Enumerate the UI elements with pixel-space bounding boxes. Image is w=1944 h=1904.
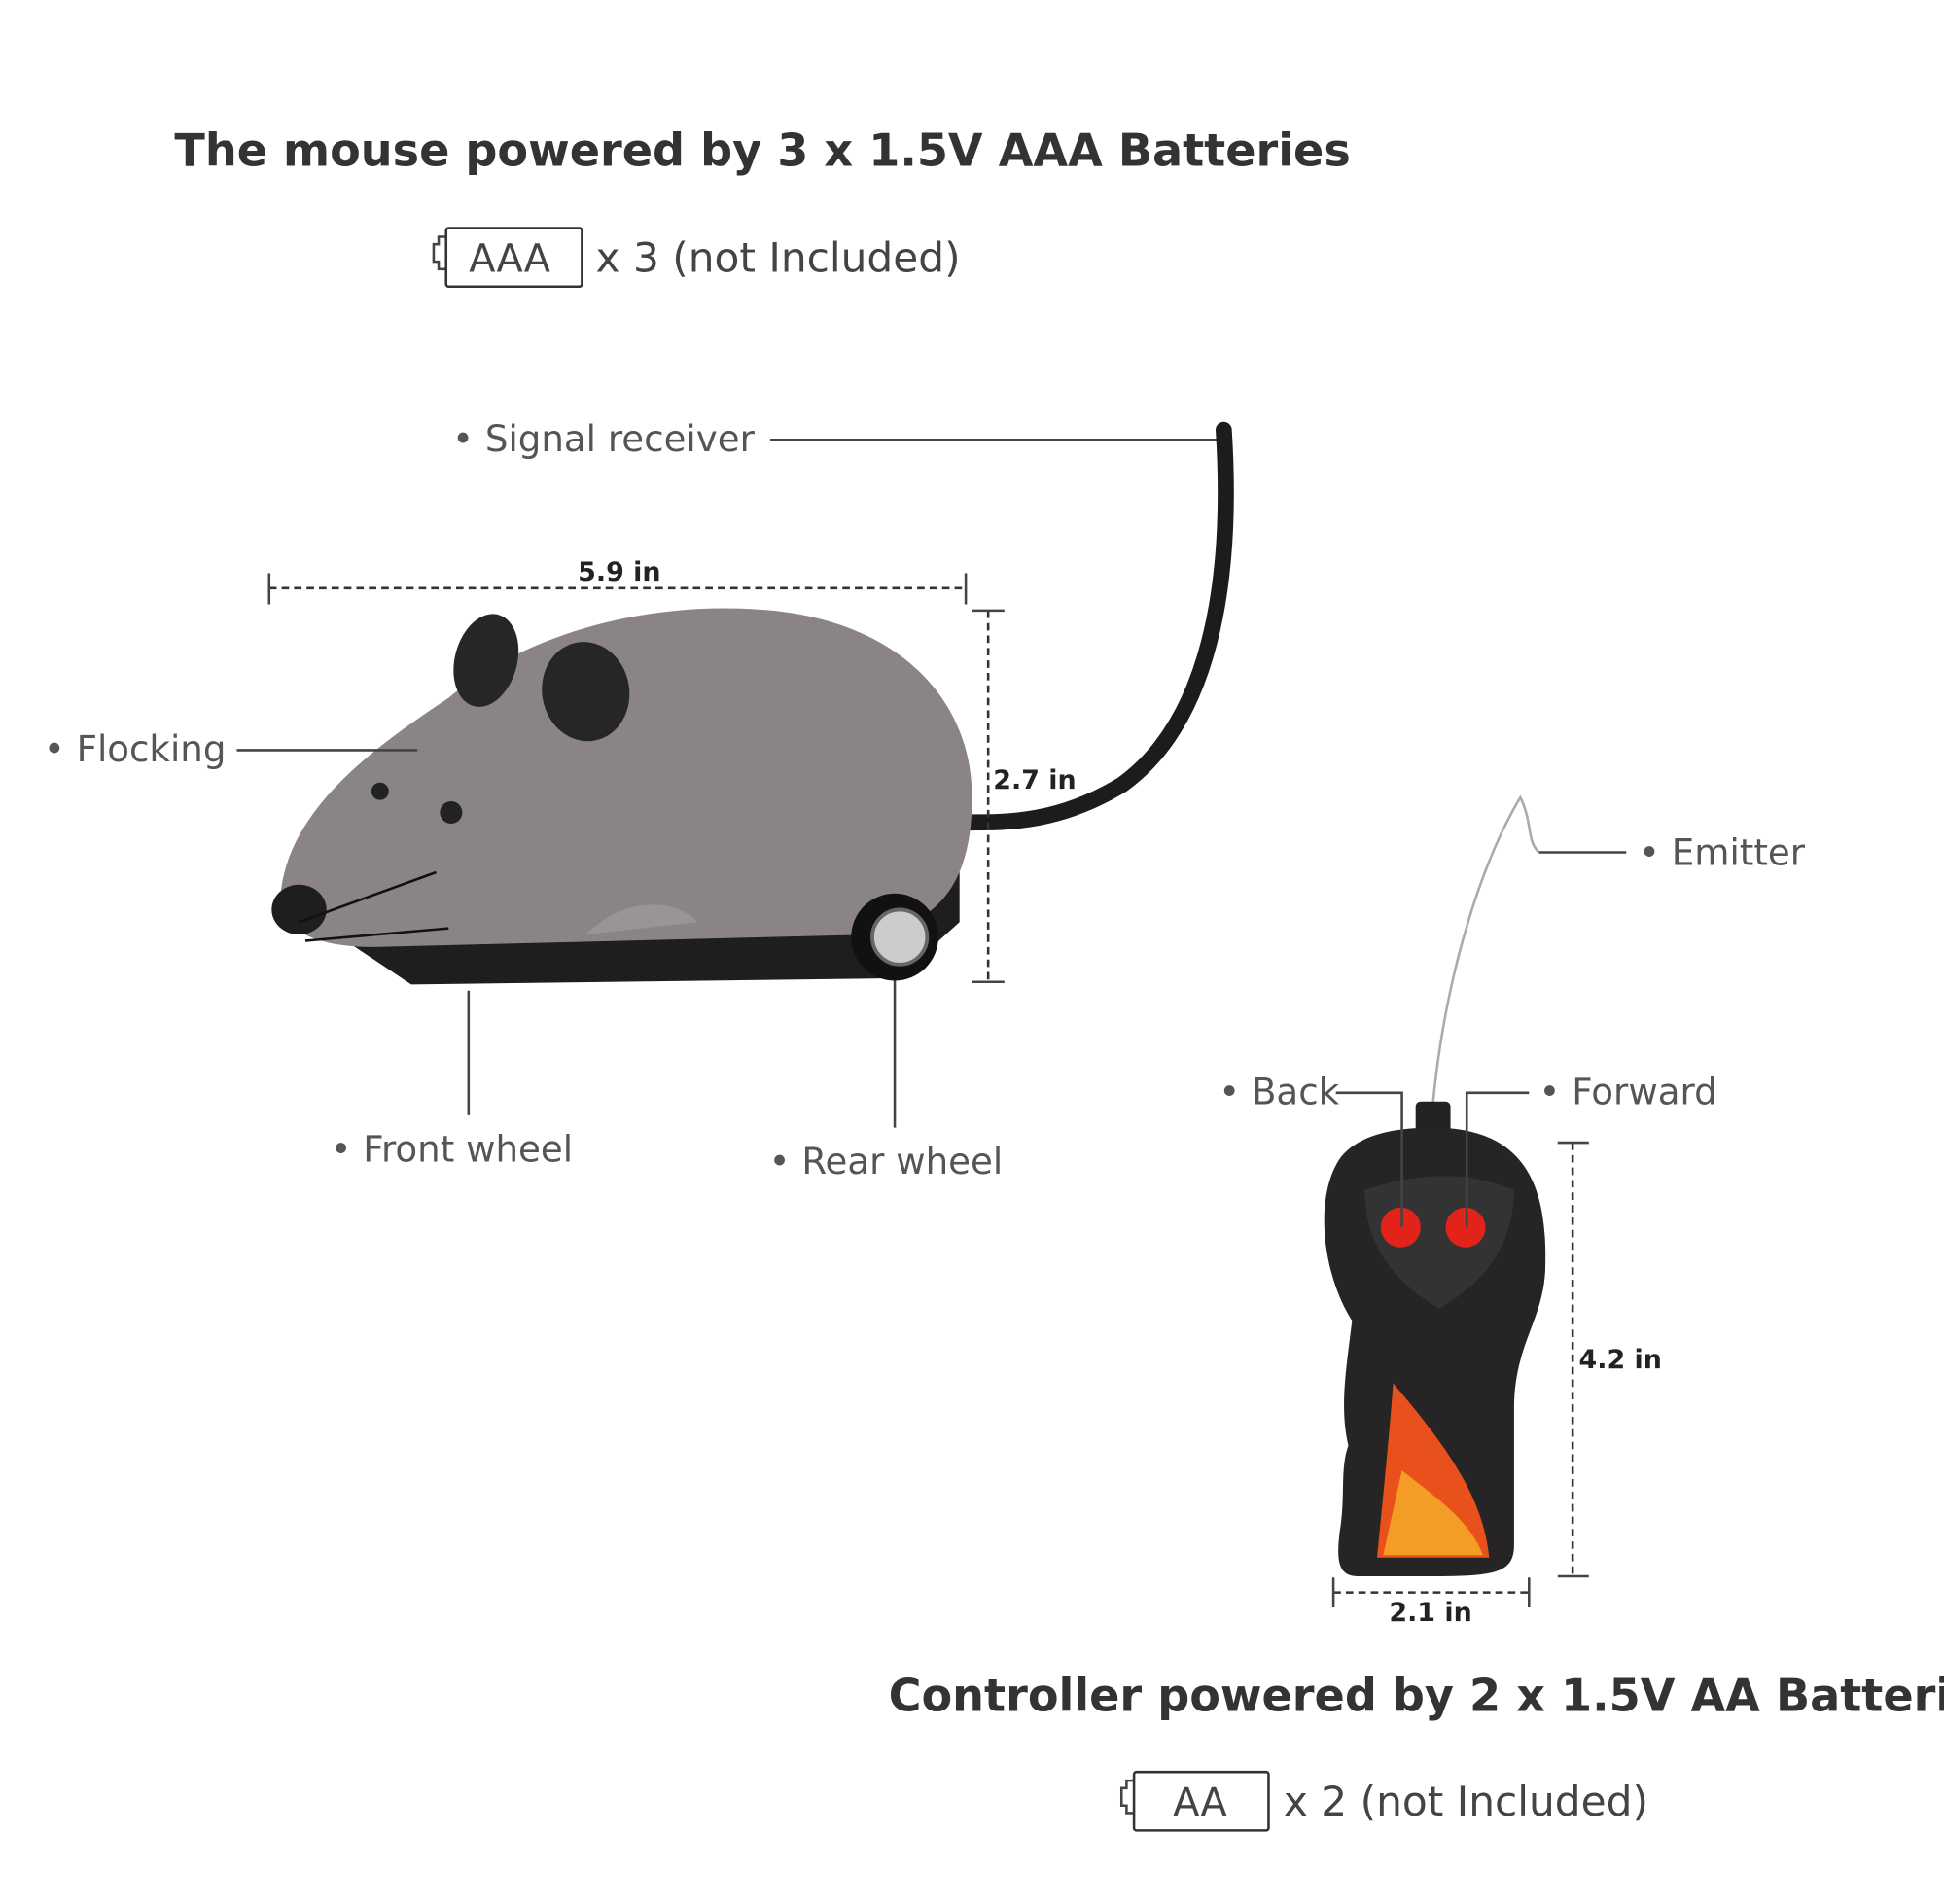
back-leader (1335, 1091, 1403, 1228)
height-label: 2.7 in (993, 765, 1076, 795)
controller-width-label: 2.1 in (1389, 1598, 1471, 1628)
signal-receiver-label: • Signal receiver (452, 418, 755, 460)
back-label: • Back (1219, 1071, 1339, 1112)
controller-width-dimension (1331, 1577, 1531, 1608)
height-dimension (972, 609, 1005, 984)
aaa-battery-note: x 3 (not Included) (596, 233, 961, 281)
controller-height-dimension (1557, 1141, 1589, 1578)
mouse-title: The mouse powered by 3 x 1.5V AAA Batter… (174, 123, 1350, 176)
forward-leader (1465, 1091, 1530, 1228)
aa-battery-note: x 2 (not Included) (1284, 1778, 1648, 1825)
front-wheel-label: • Front wheel (331, 1128, 574, 1170)
rear-wheel-label: • Rear wheel (769, 1141, 1004, 1182)
aa-battery-icon (1119, 1770, 1270, 1832)
controller-title: Controller powered by 2 x 1.5V AA Batter… (889, 1669, 1944, 1721)
length-label: 5.9 in (578, 557, 660, 587)
controller-height-label: 4.2 in (1579, 1345, 1662, 1375)
tail-antenna (961, 421, 1234, 831)
aaa-battery-icon (432, 227, 583, 289)
controller-image (1324, 1101, 1546, 1576)
mouse-toy-image (271, 608, 972, 985)
aa-battery-label: AA (1173, 1781, 1226, 1825)
emitter-antenna (1431, 794, 1540, 1104)
length-dimension (267, 573, 968, 605)
forward-label: • Forward (1539, 1071, 1717, 1112)
flocking-label: • Flocking (44, 728, 227, 770)
aaa-battery-label: AAA (469, 236, 550, 281)
emitter-label: • Emitter (1639, 831, 1806, 873)
